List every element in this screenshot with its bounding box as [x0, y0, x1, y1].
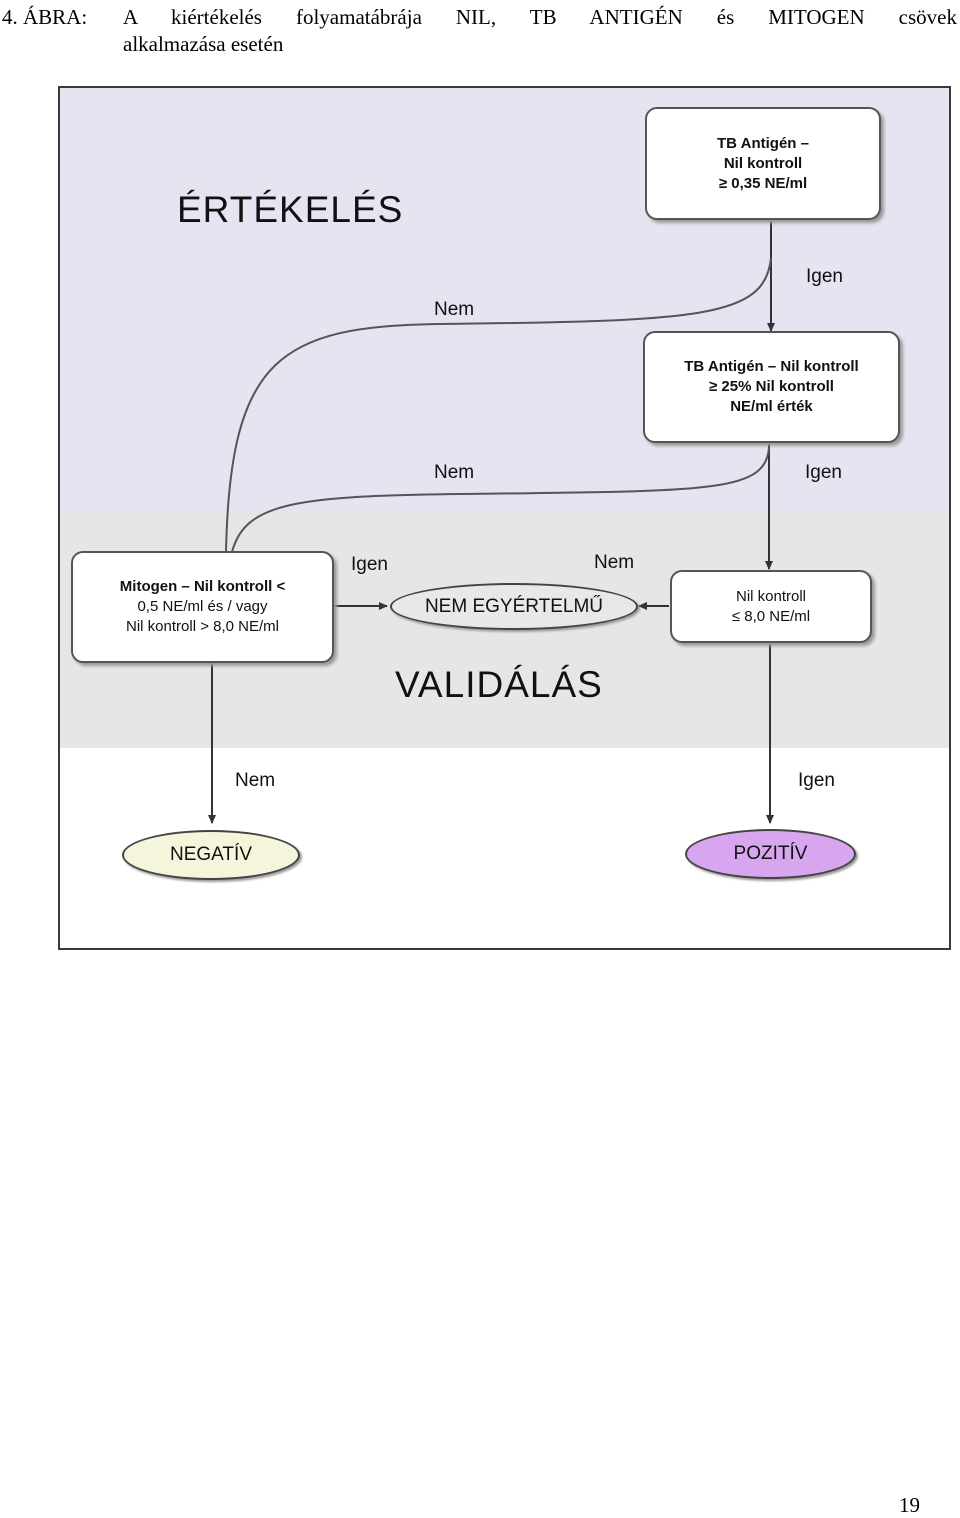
edge-tb2-no [231, 447, 770, 553]
tb-antigen-25-percent-box: TB Antigén – Nil kontroll ≥ 25% Nil kont… [643, 331, 900, 443]
figure-number: 4. ÁBRA: [2, 5, 88, 29]
tb-25-line-3: NE/ml érték [730, 398, 813, 415]
flowchart-connectors [208, 221, 775, 824]
mitogen-line-2: 0,5 NE/ml és / vagy [137, 598, 268, 615]
evaluation-heading: ÉRTÉKELÉS [177, 189, 404, 230]
tb-25-line-2: ≥ 25% Nil kontroll [709, 378, 834, 395]
figure-title-line-2: alkalmazása esetén [123, 32, 284, 56]
figure-title-line-1: A kiértékelés folyamatábrája NIL, TB ANT… [123, 5, 957, 29]
nil-line-1: Nil kontroll [735, 587, 807, 605]
validation-heading: VALIDÁLÁS [395, 664, 603, 705]
label-nil-no: Nem [594, 552, 635, 573]
label-tb2-no: Nem [434, 462, 475, 483]
label-mitogen-no: Nem [235, 770, 276, 791]
page-number: 19 [899, 1493, 920, 1517]
positive-result: POZITÍV [685, 829, 856, 879]
tb-nil-line-3: ≥ 0,35 NE/ml [718, 174, 808, 192]
mitogen-line-3: Nil kontroll > 8,0 NE/ml [126, 618, 279, 635]
tb-antigen-nil-box: TB Antigén – Nil kontroll ≥ 0,35 NE/ml [645, 107, 881, 220]
tb-nil-line-1: TB Antigén – [717, 134, 809, 152]
nil-control-box: Nil kontroll ≤ 8,0 NE/ml [670, 570, 872, 643]
label-tb1-no: Nem [434, 299, 475, 320]
label-mitogen-yes: Igen [351, 554, 388, 575]
indeterminate-result: NEM EGYÉRTELMŰ [390, 583, 638, 630]
flowchart: ÉRTÉKELÉS VALIDÁLÁS TB Antigén – Nil kon… [58, 86, 951, 950]
nil-line-2: ≤ 8,0 NE/ml [731, 607, 811, 625]
tb-nil-line-2: Nil kontroll [723, 154, 803, 172]
tb-25-line-1: TB Antigén – Nil kontroll [684, 358, 859, 375]
label-nil-yes: Igen [798, 770, 835, 791]
label-tb2-yes: Igen [805, 462, 842, 483]
mitogen-nil-box: Mitogen – Nil kontroll < 0,5 NE/ml és / … [71, 551, 334, 663]
negative-result: NEGATÍV [122, 830, 300, 880]
mitogen-line-1: Mitogen – Nil kontroll < [119, 578, 286, 595]
label-tb1-yes: Igen [806, 266, 843, 287]
edge-tb1-no [225, 257, 772, 553]
